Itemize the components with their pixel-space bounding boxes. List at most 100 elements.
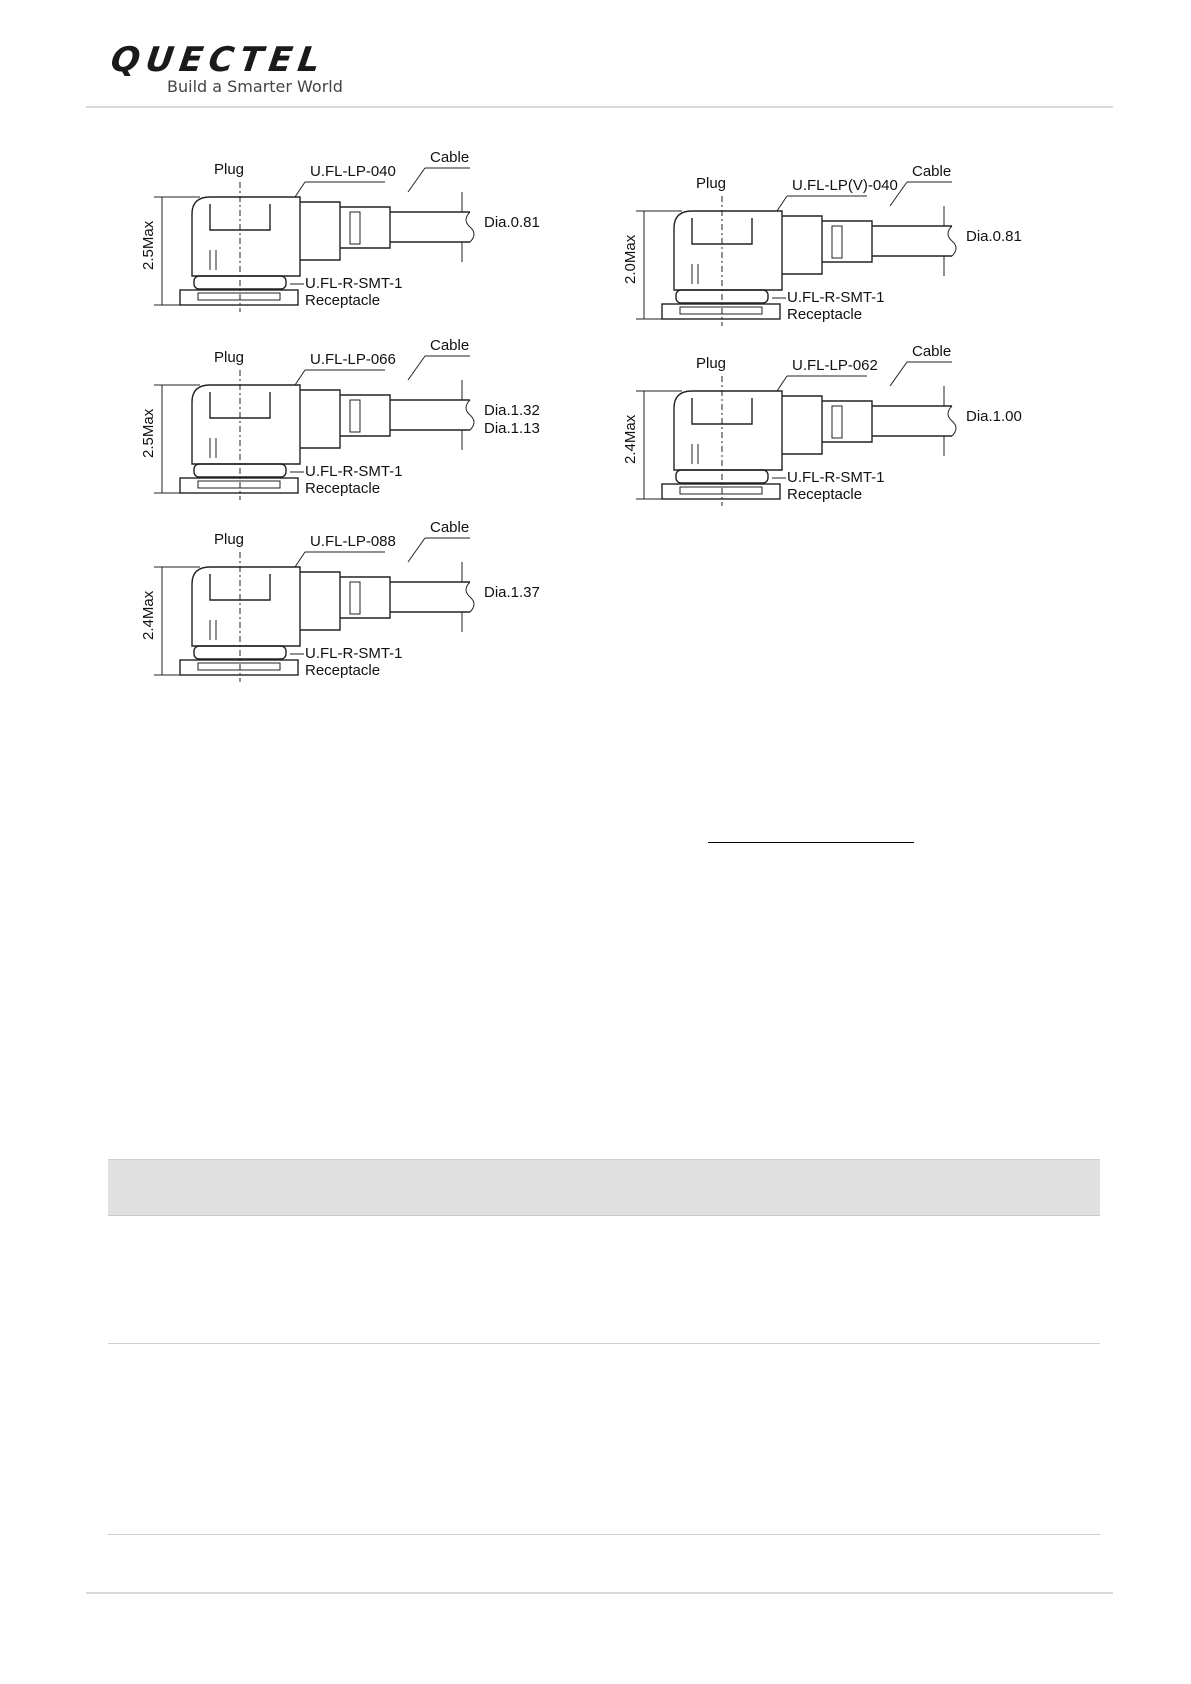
plug-body [191,196,301,277]
cable-leader [889,181,908,207]
cable-break [947,225,957,257]
plug-label: Plug [214,161,244,178]
plug-clip [691,264,699,284]
ferrule-slot [831,405,843,439]
diameter-label: Dia.1.13 [484,420,540,437]
cable-leader [407,537,426,563]
cable-break [465,211,475,243]
plug-clip [209,250,217,270]
part-leader [776,195,788,212]
cable-break [465,399,475,431]
plug-body [673,210,783,291]
ferrule-slot [349,581,361,615]
receptacle-part-label: U.FL-R-SMT-1 [787,469,885,486]
header-divider [86,106,1113,108]
height-label: 2.4Max [622,414,639,464]
footer-divider [86,1592,1113,1594]
cable-break [947,405,957,437]
plug-label: Plug [214,349,244,366]
receptacle-label: Receptacle [305,662,380,679]
crimp-ferrule [340,206,391,249]
receptacle-pad [197,292,281,301]
table-row [108,1215,1100,1344]
cable-leader [407,355,426,381]
receptacle-part-label: U.FL-R-SMT-1 [305,275,403,292]
cable-label: Cable [430,149,469,166]
plug-part-label: U.FL-LP-062 [792,357,878,374]
cable-label: Cable [912,163,951,180]
receptacle-part-label: U.FL-R-SMT-1 [305,645,403,662]
plug-body [673,390,783,471]
crimp-sleeve [782,215,823,275]
plug-clip [691,444,699,464]
crimp-ferrule [340,576,391,619]
receptacle-base [661,483,781,500]
quectel-logo: QUECTEL Build a Smarter World [105,40,405,100]
part-leader [776,375,788,392]
receptacle-label: Receptacle [305,480,380,497]
crimp-sleeve [300,201,341,261]
cable-break [465,581,475,613]
receptacle-pad [197,662,281,671]
plug-label: Plug [696,355,726,372]
plug-part-label: U.FL-LP-088 [310,533,396,550]
receptacle-pad [197,480,281,489]
height-label: 2.0Max [622,234,639,284]
height-label: 2.5Max [140,220,157,270]
hyperlink-underline[interactable] [708,842,914,843]
part-leader [294,181,306,198]
plug-label: Plug [214,531,244,548]
table-row [108,1344,1100,1535]
diameter-label: Dia.1.37 [484,584,540,601]
plug-label: Plug [696,175,726,192]
logo-tagline: Build a Smarter World [167,77,343,96]
plug-part-label: U.FL-LP-066 [310,351,396,368]
table-header-row [108,1159,1100,1216]
diameter-label: Dia.1.32 [484,402,540,419]
receptacle-base [179,477,299,494]
plug-clip [209,438,217,458]
height-label: 2.5Max [140,408,157,458]
plug-body [191,566,301,647]
cable-label: Cable [912,343,951,360]
receptacle-pad [679,486,763,495]
plug-part-label: U.FL-LP(V)-040 [792,177,898,194]
ferrule-slot [831,225,843,259]
receptacle-base [661,303,781,320]
page-header: QUECTEL Build a Smarter World [0,0,1191,110]
receptacle-label: Receptacle [787,306,862,323]
receptacle-pad [679,306,763,315]
cable-leader [407,167,426,193]
logo-wordmark: QUECTEL [108,40,329,80]
crimp-ferrule [822,400,873,443]
crimp-sleeve [782,395,823,455]
crimp-sleeve [300,571,341,631]
crimp-sleeve [300,389,341,449]
ferrule-slot [349,211,361,245]
diameter-label: Dia.0.81 [484,214,540,231]
plug-part-label: U.FL-LP-040 [310,163,396,180]
receptacle-part-label: U.FL-R-SMT-1 [787,289,885,306]
connector-drawing: 2.5Max Dia.0.81 Plug U.FL-LP-040 CableU.FL-R… [140,149,540,312]
part-leader [294,551,306,568]
cable-leader [889,361,908,387]
receptacle-part-label: U.FL-R-SMT-1 [305,463,403,480]
connector-drawing: 2.0Max Dia.0.81 Plug U.FL-LP(V)-040 CableU.F… [622,163,1022,326]
receptacle-label: Receptacle [787,486,862,503]
plug-clip [209,620,217,640]
cable-label: Cable [430,519,469,536]
receptacle-base [179,289,299,306]
diameter-label: Dia.0.81 [966,228,1022,245]
part-leader [294,369,306,386]
ferrule-slot [349,399,361,433]
plug-body [191,384,301,465]
